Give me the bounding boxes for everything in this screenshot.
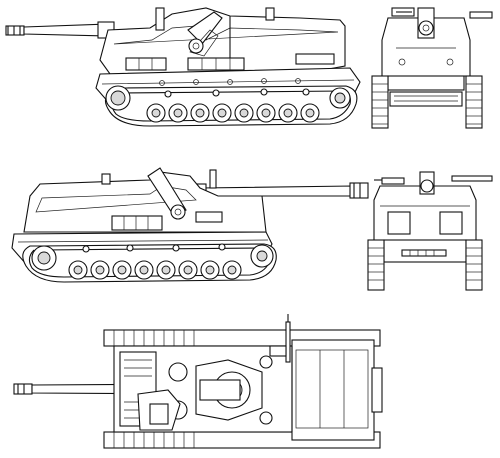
track: [104, 85, 358, 127]
return-rollers-right: [82, 243, 226, 253]
top-track-links: [113, 330, 195, 448]
front-track-links: [372, 83, 482, 125]
road-wheels-right: [68, 260, 242, 280]
gun-mount: [137, 314, 291, 431]
top-view: [13, 314, 383, 449]
right-side-view: [11, 167, 369, 283]
fighting-compartment: [99, 7, 346, 75]
fighting-compartment-right: [23, 167, 267, 233]
rear-track-links: [368, 247, 482, 281]
return-rollers: [164, 88, 310, 98]
gun-barrel: [5, 21, 115, 39]
front-view: [371, 7, 493, 129]
left-side-view: [5, 7, 361, 127]
road-wheels: [146, 103, 320, 123]
rear-view: [367, 171, 493, 291]
